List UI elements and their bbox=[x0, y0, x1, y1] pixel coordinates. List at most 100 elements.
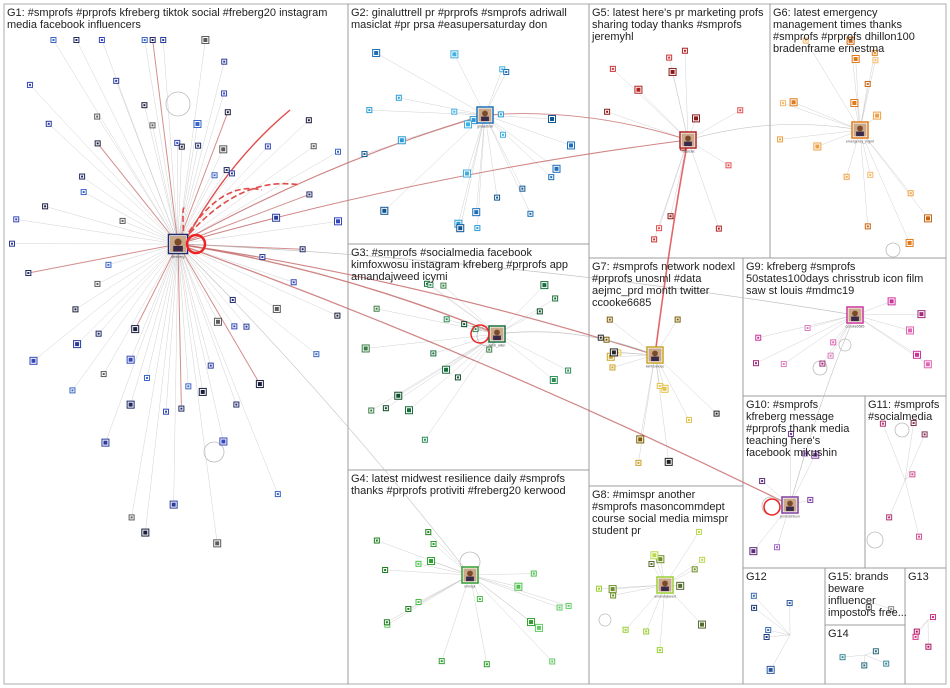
edge bbox=[612, 68, 689, 141]
graph-node bbox=[26, 81, 33, 88]
graph-node bbox=[178, 143, 185, 150]
graph-node bbox=[69, 387, 76, 394]
group-label-g14: G14 bbox=[828, 628, 849, 640]
edge bbox=[854, 314, 911, 331]
edge bbox=[484, 114, 498, 198]
graph-node bbox=[233, 401, 240, 408]
graph-node bbox=[380, 206, 389, 215]
graph-node bbox=[695, 528, 702, 535]
hub-self-loop bbox=[185, 233, 207, 255]
hub-node-label: kimfoxwosu bbox=[646, 365, 664, 369]
graph-node bbox=[462, 169, 471, 178]
graph-node bbox=[692, 114, 701, 123]
edge bbox=[768, 629, 791, 636]
graph-node bbox=[777, 136, 784, 143]
edge bbox=[177, 243, 218, 544]
group-label-g11: G11: #smprofs#socialmedia bbox=[868, 399, 940, 423]
graph-node bbox=[872, 57, 879, 64]
graph-node bbox=[195, 142, 202, 149]
edge bbox=[496, 333, 554, 381]
edge bbox=[173, 243, 179, 505]
graph-node bbox=[313, 351, 320, 358]
graph-node bbox=[648, 561, 655, 568]
edge bbox=[371, 333, 498, 411]
graph-node bbox=[879, 420, 886, 427]
graph-node bbox=[751, 604, 758, 611]
graph-node bbox=[774, 544, 781, 551]
graph-node bbox=[811, 450, 820, 459]
graph-node bbox=[141, 528, 150, 537]
edge bbox=[460, 114, 486, 229]
hub-node-label: masiclat bbox=[682, 150, 695, 154]
graph-node bbox=[231, 323, 238, 330]
graph-node bbox=[95, 330, 102, 337]
graph-node bbox=[597, 334, 604, 341]
graph-node bbox=[540, 281, 549, 290]
graph-node bbox=[128, 514, 135, 521]
graph-node bbox=[198, 387, 207, 396]
edge bbox=[433, 333, 498, 354]
edge bbox=[16, 219, 179, 245]
edge bbox=[654, 354, 690, 421]
edge bbox=[408, 333, 498, 411]
graph-node bbox=[425, 529, 432, 536]
graph-node bbox=[864, 223, 871, 230]
graph-node bbox=[548, 114, 557, 123]
graph-node bbox=[634, 85, 643, 94]
graph-node bbox=[454, 374, 461, 381]
edge bbox=[108, 243, 179, 266]
graph-node bbox=[861, 662, 868, 669]
edge bbox=[454, 54, 486, 116]
group-box-g12 bbox=[742, 567, 826, 685]
graph-node bbox=[405, 605, 412, 612]
graph-node bbox=[50, 37, 57, 43]
graph-node bbox=[305, 117, 312, 124]
inter-group-edge bbox=[177, 114, 486, 245]
group-label-g1: G1: #smprofs #prprofs kfreberg tiktok so… bbox=[7, 7, 327, 31]
graph-node bbox=[310, 143, 317, 150]
edge bbox=[805, 40, 861, 131]
edge bbox=[81, 176, 179, 245]
edge bbox=[687, 139, 720, 229]
graph-node bbox=[873, 111, 882, 120]
graph-node bbox=[213, 539, 222, 548]
group-label-g12: G12 bbox=[746, 571, 767, 583]
self-loop bbox=[203, 441, 225, 463]
graph-node bbox=[149, 122, 156, 129]
graph-node bbox=[912, 633, 919, 640]
graph-node bbox=[596, 585, 603, 592]
edge bbox=[469, 574, 560, 608]
graph-node bbox=[635, 459, 642, 466]
self-loop bbox=[165, 91, 191, 117]
graph-node bbox=[450, 50, 459, 59]
graph-node bbox=[609, 348, 618, 357]
edge bbox=[789, 433, 792, 506]
hub-node-g7: kimfoxwosu bbox=[646, 346, 664, 369]
edge bbox=[365, 333, 498, 349]
graph-node bbox=[636, 435, 645, 444]
graph-node bbox=[906, 326, 915, 335]
graph-node bbox=[456, 224, 465, 233]
edge bbox=[684, 50, 689, 141]
edge bbox=[398, 97, 486, 116]
edge bbox=[859, 129, 911, 194]
graph-node bbox=[664, 457, 673, 466]
edge bbox=[177, 243, 338, 316]
graph-node bbox=[438, 658, 445, 665]
graph-node bbox=[753, 360, 760, 367]
edge bbox=[607, 111, 689, 141]
edge bbox=[177, 175, 215, 245]
graph-node bbox=[527, 618, 536, 627]
inter-group-edge bbox=[177, 243, 471, 576]
edge bbox=[639, 354, 656, 440]
graph-node bbox=[72, 306, 79, 313]
edge bbox=[783, 314, 856, 365]
edge bbox=[664, 531, 700, 586]
edge bbox=[386, 574, 471, 623]
graph-node bbox=[609, 364, 616, 371]
edge bbox=[177, 142, 179, 245]
edge bbox=[177, 243, 247, 327]
graph-node bbox=[272, 304, 281, 313]
